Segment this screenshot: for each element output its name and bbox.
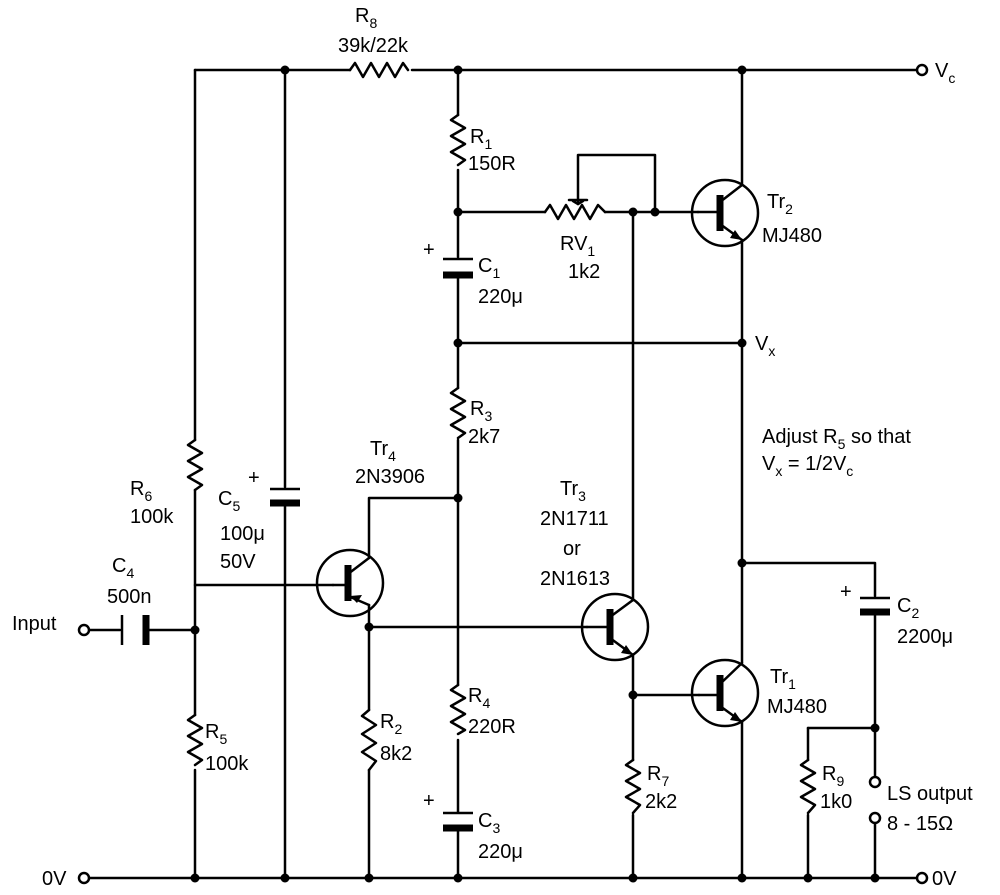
- vc-label: Vc: [935, 60, 955, 86]
- c3-value: 220μ: [478, 841, 523, 863]
- zero-v-right-label: 0V: [932, 868, 957, 890]
- tr2-ref: Tr2: [767, 191, 793, 217]
- c4-ref: C4: [112, 555, 134, 581]
- terminal-ls-output-upper: [868, 775, 882, 789]
- r9-value: 1k0: [820, 791, 852, 813]
- polarity-plus-c2: +: [840, 581, 852, 603]
- r8-ref: R8: [355, 5, 377, 31]
- c3-ref: C3: [478, 810, 500, 836]
- r9-ref: R9: [822, 763, 844, 789]
- r8-value: 39k/22k: [338, 35, 409, 57]
- capacitor-c1: [443, 257, 473, 279]
- r2-ref: R2: [380, 711, 402, 737]
- r4-value: 220R: [468, 716, 516, 738]
- resistor-r8: [348, 61, 410, 79]
- r1-value: 150R: [468, 153, 516, 175]
- terminals: [77, 63, 929, 885]
- resistor-r9: [799, 758, 817, 815]
- resistors: [186, 61, 817, 815]
- rv1-ref: RV1: [560, 233, 595, 259]
- junctions: [190, 65, 880, 883]
- resistor-r6: [186, 438, 204, 492]
- polarity-plus-c1: +: [423, 239, 435, 261]
- polarity-plus-c5: +: [248, 467, 260, 489]
- c5-value: 100μ: [220, 523, 265, 545]
- r7-ref: R7: [647, 763, 669, 789]
- transistors: [315, 178, 760, 728]
- ls-impedance-label: 8 - 15Ω: [887, 813, 953, 835]
- r5-value: 100k: [205, 753, 249, 775]
- transistor-tr2: [690, 178, 760, 248]
- resistor-r7: [624, 758, 642, 815]
- r6-value: 100k: [130, 506, 174, 528]
- polarity-marks: + + + +: [248, 239, 852, 812]
- tr1-part: MJ480: [767, 696, 827, 718]
- terminal-ls-output-lower: [868, 811, 882, 825]
- r1-ref: R1: [470, 126, 492, 152]
- tr4-part: 2N3906: [355, 466, 425, 488]
- resistor-r4: [449, 683, 467, 736]
- labels: Vc Vx 0V 0V Input LS output 8 - 15Ω Adju…: [12, 5, 973, 890]
- terminal-input: [77, 623, 91, 637]
- r3-value: 2k7: [468, 426, 500, 448]
- zero-v-left-label: 0V: [42, 868, 67, 890]
- r4-ref: R4: [468, 685, 490, 711]
- terminal-0v-right: [915, 871, 929, 885]
- tr3-alt-part: 2N1613: [540, 568, 610, 590]
- tr3-part: 2N1711: [540, 508, 609, 530]
- potentiometer-wiper: [567, 198, 589, 206]
- resistor-r3: [449, 386, 467, 440]
- tr3-ref: Tr3: [560, 478, 586, 504]
- capacitor-c3: [443, 811, 473, 832]
- r3-ref: R3: [470, 398, 492, 424]
- c5-ref: C5: [218, 488, 240, 514]
- resistor-r1: [449, 113, 467, 167]
- tr2-part: MJ480: [762, 225, 822, 247]
- r2-value: 8k2: [380, 743, 412, 765]
- ls-output-label: LS output: [887, 783, 973, 805]
- transistor-tr1: [690, 658, 760, 728]
- polarity-plus-c3: +: [423, 790, 435, 812]
- terminal-vc: [915, 63, 929, 77]
- tr4-ref: Tr4: [370, 438, 396, 464]
- c1-value: 220μ: [478, 286, 523, 308]
- tr3-or: or: [563, 538, 581, 560]
- c4-value: 500n: [107, 586, 152, 608]
- capacitor-c4: [120, 615, 150, 645]
- c2-value: 2200μ: [897, 626, 953, 648]
- vx-label: Vx: [755, 333, 775, 359]
- tr1-ref: Tr1: [770, 666, 796, 692]
- c5-voltage: 50V: [220, 551, 256, 573]
- potentiometer-rv1: [543, 203, 607, 221]
- terminal-0v-left: [77, 871, 91, 885]
- capacitors: [120, 257, 890, 832]
- capacitor-c2: [860, 596, 890, 616]
- r5-ref: R5: [205, 721, 227, 747]
- transistor-tr4: [315, 548, 385, 618]
- adjust-note-line2: Vx = 1/2Vc: [762, 453, 853, 479]
- c2-ref: C2: [897, 595, 919, 621]
- capacitor-c5: [270, 487, 300, 507]
- r7-value: 2k2: [645, 791, 677, 813]
- c1-ref: C1: [478, 255, 500, 281]
- adjust-note-line1: Adjust R5 so that: [762, 426, 911, 452]
- rv1-value: 1k2: [568, 261, 600, 283]
- resistor-r2: [360, 708, 378, 772]
- input-label: Input: [12, 613, 57, 635]
- r6-ref: R6: [130, 478, 152, 504]
- transistor-tr3: [580, 592, 650, 662]
- resistor-r5: [186, 713, 204, 767]
